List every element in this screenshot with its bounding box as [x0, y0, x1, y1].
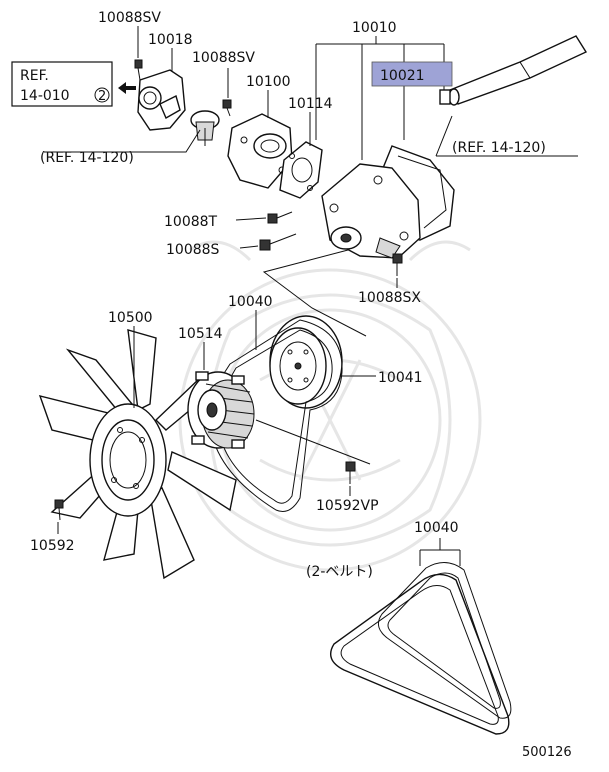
bolt-10088sx	[392, 253, 403, 276]
ref-arrow-icon	[118, 82, 136, 94]
ref-14-120-left[interactable]: (REF. 14-120)	[40, 129, 201, 166]
label-10514[interactable]: 10514	[178, 326, 223, 342]
bolt-10088sv-b	[222, 99, 232, 117]
belt-note: (2-ベルト)	[306, 564, 373, 580]
label-10088t[interactable]: 10088T	[164, 214, 218, 230]
bolt-10088sv-a	[134, 59, 143, 81]
label-10088sv-a[interactable]: 10088SV	[98, 10, 161, 26]
ref-14-120-right-text: (REF. 14-120)	[452, 140, 546, 156]
bolt-10088s	[259, 233, 297, 251]
ref-box-line1: REF.	[20, 68, 49, 84]
drawing-number: 500126	[522, 745, 572, 760]
label-10088s[interactable]: 10088S	[166, 242, 220, 258]
water-pipe	[439, 35, 588, 106]
label-10592[interactable]: 10592	[30, 538, 75, 554]
thermostat	[190, 110, 220, 146]
spare-belt-outer	[330, 573, 510, 735]
label-10500[interactable]: 10500	[108, 310, 153, 326]
nut-10592vp	[345, 461, 356, 484]
label-10021: 10021	[380, 68, 425, 84]
ref-14-120-left-text: (REF. 14-120)	[40, 150, 134, 166]
label-10041[interactable]: 10041	[378, 370, 423, 386]
thermostat-housing	[137, 69, 186, 131]
bolt-10592	[54, 499, 64, 521]
gasket-10114	[279, 141, 323, 199]
fan-clutch	[187, 371, 255, 449]
spare-belt-inner	[377, 562, 512, 719]
ref-box-14-010[interactable]: REF. 14-010 2	[11, 61, 113, 107]
pulley-10041	[269, 315, 343, 409]
label-10100[interactable]: 10100	[246, 74, 291, 90]
water-pump	[321, 145, 455, 259]
drive-belt-installed	[208, 319, 343, 512]
label-10088sv-b[interactable]: 10088SV	[192, 50, 255, 66]
label-10010[interactable]: 10010	[352, 20, 397, 36]
label-10040-b[interactable]: 10040	[414, 520, 459, 536]
ref-box-circle-number: 2	[98, 89, 106, 104]
part-10021-highlight[interactable]: 10021	[371, 61, 453, 87]
label-10088sx[interactable]: 10088SX	[358, 290, 421, 306]
label-10592vp[interactable]: 10592VP	[316, 498, 379, 514]
label-10018[interactable]: 10018	[148, 32, 193, 48]
ref-box-line2: 14-010	[20, 88, 70, 104]
ref-14-120-right[interactable]: (REF. 14-120)	[435, 115, 578, 157]
bolt-10088t	[267, 211, 293, 224]
water-inlet-fitting	[227, 113, 293, 189]
cooling-fan	[38, 329, 237, 580]
label-10114[interactable]: 10114	[288, 96, 333, 112]
label-10040-a[interactable]: 10040	[228, 294, 273, 310]
